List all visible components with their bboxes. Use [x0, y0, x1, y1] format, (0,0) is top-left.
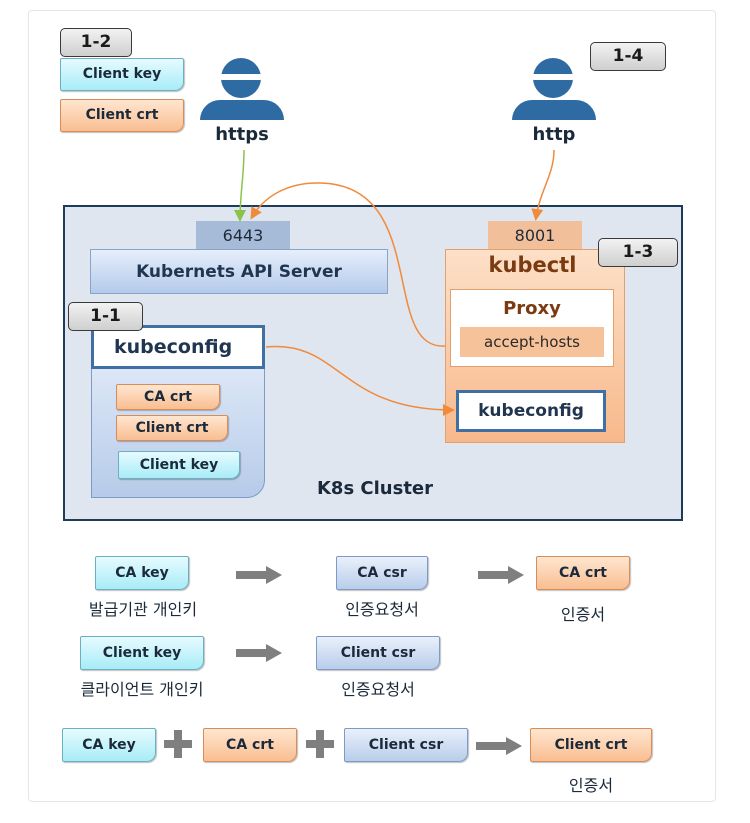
- kubeconfig-to-kubectl-line: [265, 345, 455, 416]
- row2-client-key-caption: 클라이언트 개인키: [80, 680, 204, 699]
- kubeconfig-client-crt: Client crt: [116, 415, 228, 441]
- https-to-api-line: [234, 149, 247, 222]
- proxy-label: Proxy: [503, 298, 561, 319]
- http-user-icon: [512, 50, 596, 120]
- kubeconfig-title: kubeconfig: [91, 325, 265, 369]
- tag-1-2: 1-2: [60, 28, 132, 57]
- cluster-label: K8s Cluster: [316, 478, 434, 499]
- row1-ca-crt: CA crt: [536, 556, 630, 590]
- row3-client-crt: Client crt: [530, 728, 652, 762]
- row1-arrow-1-icon: [236, 566, 282, 584]
- kubectl-port: 8001: [488, 221, 582, 251]
- kubectl-label: kubectl: [488, 253, 577, 277]
- row2-client-csr: Client csr: [316, 636, 440, 670]
- row2-client-key: Client key: [80, 636, 204, 670]
- https-user-icon: [200, 50, 284, 120]
- row2-arrow-icon: [236, 644, 282, 662]
- row1-arrow-2-icon: [478, 566, 524, 584]
- row1-ca-csr-caption: 인증요청서: [345, 600, 419, 619]
- row1-ca-crt-caption: 인증서: [560, 605, 606, 624]
- row1-ca-csr: CA csr: [336, 556, 428, 590]
- row2-client-csr-caption: 인증요청서: [341, 680, 415, 699]
- row3-client-csr: Client csr: [344, 728, 468, 762]
- row1-ca-key: CA key: [95, 556, 189, 590]
- kubeconfig-client-key: Client key: [118, 451, 240, 479]
- http-label: http: [532, 124, 576, 145]
- client-crt-note: Client crt: [60, 99, 184, 132]
- row1-ca-key-caption: 발급기관 개인키: [88, 600, 198, 619]
- api-server: Kubernets API Server: [90, 249, 388, 294]
- plus-2-icon: [306, 730, 334, 758]
- accept-hosts-label: accept-hosts: [460, 327, 604, 357]
- plus-1-icon: [164, 730, 192, 758]
- row3-ca-crt: CA crt: [203, 728, 297, 762]
- api-port: 6443: [196, 221, 290, 251]
- row3-arrow-icon: [476, 737, 522, 755]
- kubeconfig-ca-crt: CA crt: [116, 384, 220, 410]
- row3-client-crt-caption: 인증서: [568, 776, 614, 795]
- row3-ca-key: CA key: [62, 728, 156, 762]
- tag-1-3: 1-3: [598, 238, 678, 267]
- client-key-note: Client key: [60, 58, 184, 91]
- tag-1-4: 1-4: [590, 42, 666, 71]
- tag-1-1: 1-1: [68, 302, 143, 331]
- http-to-kubectl-line: [531, 149, 555, 221]
- proxy-to-api-line: [250, 182, 446, 347]
- kubectl-kubeconfig: kubeconfig: [456, 390, 606, 432]
- https-label: https: [215, 124, 269, 145]
